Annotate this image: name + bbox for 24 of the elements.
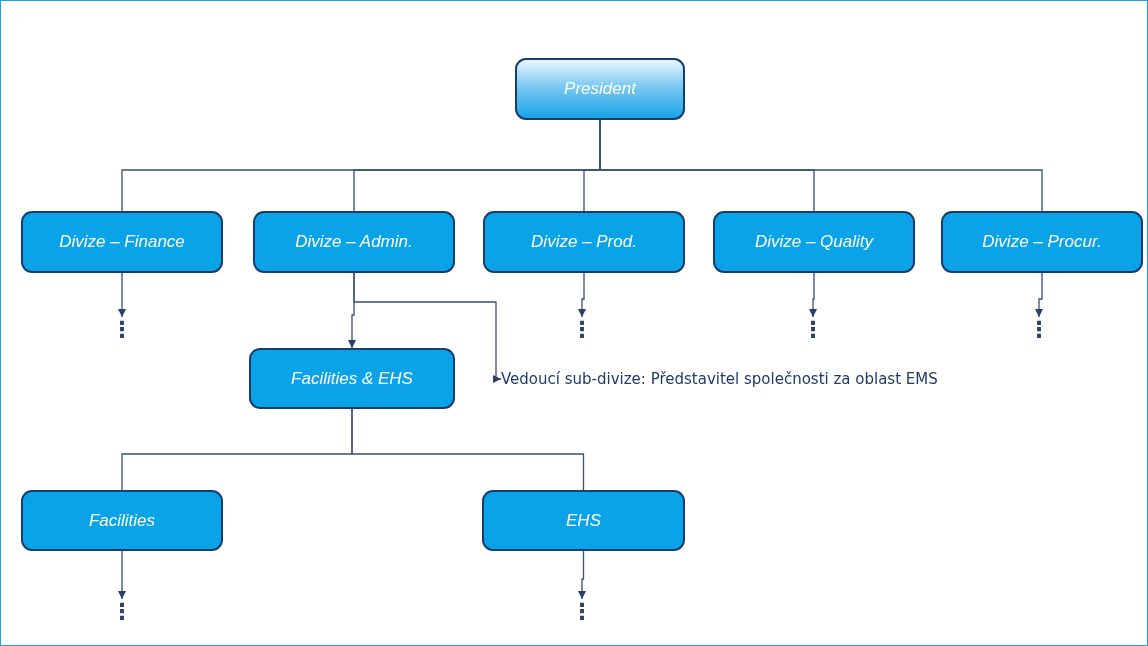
org-box: Divize – Admin. <box>253 211 455 273</box>
arrow <box>118 550 126 600</box>
org-box: Divize – Procur. <box>941 211 1143 273</box>
arrow <box>809 272 817 318</box>
ellipsis: ⋮ <box>1028 319 1050 341</box>
arrow <box>353 272 502 383</box>
arrow <box>578 272 586 318</box>
ellipsis: ⋮ <box>111 319 133 341</box>
ellipsis: ⋮ <box>571 319 593 341</box>
org-box: Facilities & EHS <box>249 348 455 409</box>
note-text: Vedoucí sub-divize: Představitel společnosti za oblast EMS <box>501 370 938 388</box>
org-box: Divize – Prod. <box>483 211 685 273</box>
arrow <box>1035 272 1043 318</box>
org-box: Divize – Finance <box>21 211 223 273</box>
org-box: Facilities <box>21 490 223 551</box>
arrow <box>578 550 586 600</box>
ellipsis: ⋮ <box>571 601 593 623</box>
ellipsis: ⋮ <box>111 601 133 623</box>
org-box: EHS <box>482 490 685 551</box>
org-box: Divize – Quality <box>713 211 915 273</box>
arrow <box>118 272 126 318</box>
ellipsis: ⋮ <box>802 319 824 341</box>
org-box: President <box>515 58 685 120</box>
connector-line <box>351 408 585 491</box>
